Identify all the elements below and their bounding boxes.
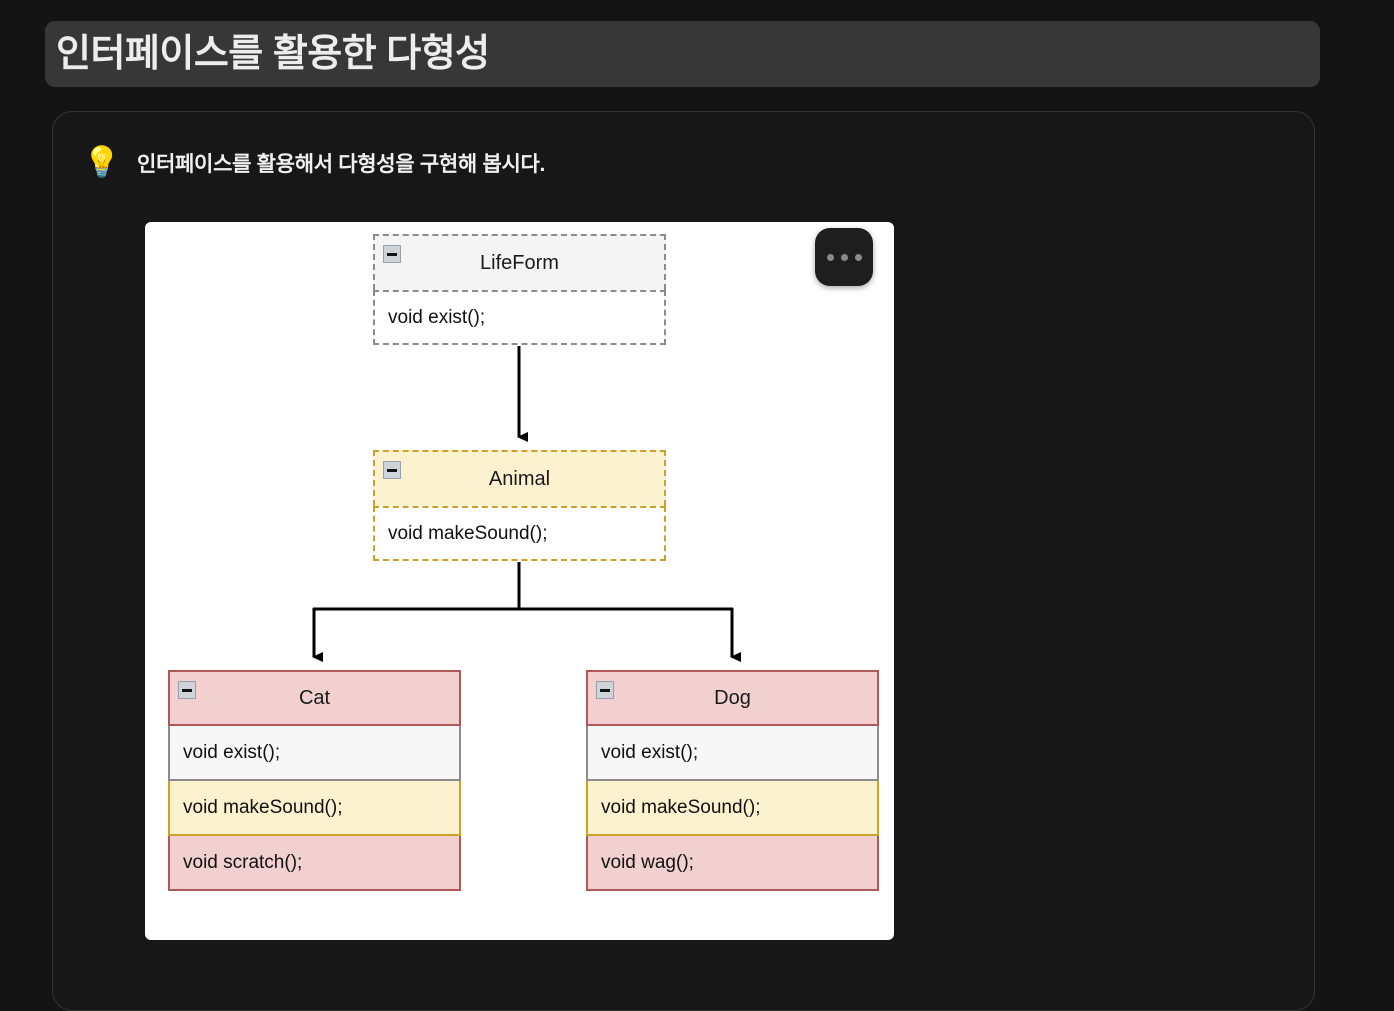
uml-node-animal[interactable]: Animal void makeSound(); [373, 450, 666, 561]
uml-member-row: void scratch(); [168, 836, 461, 891]
more-options-button[interactable] [815, 228, 873, 286]
uml-member-row: void makeSound(); [373, 506, 666, 561]
uml-node-cat[interactable]: Cat void exist(); void makeSound(); void… [168, 670, 461, 891]
uml-node-animal-title: Animal [488, 467, 551, 490]
content-card: 💡 인터페이스를 활용해서 다형성을 구현해 봅시다. [52, 111, 1315, 1011]
lightbulb-icon: 💡 [83, 146, 121, 179]
more-horizontal-icon-dot-3 [854, 253, 862, 261]
uml-member-row: void makeSound(); [168, 781, 461, 836]
more-horizontal-icon-dot-2 [840, 253, 848, 261]
uml-member-row: void wag(); [586, 836, 879, 891]
uml-node-dog-title: Dog [714, 686, 751, 709]
callout-row: 💡 인터페이스를 활용해서 다형성을 구현해 봅시다. [83, 148, 545, 178]
page-title-bar: 인터페이스를 활용한 다형성 [45, 21, 1320, 87]
uml-node-dog-header: Dog [586, 670, 879, 726]
uml-member-row: void exist(); [373, 290, 666, 345]
collapse-icon[interactable] [383, 461, 401, 479]
uml-node-lifeform[interactable]: LifeForm void exist(); [373, 234, 666, 345]
collapse-icon[interactable] [383, 245, 401, 263]
uml-node-animal-header: Animal [373, 450, 666, 506]
uml-member-row: void makeSound(); [586, 781, 879, 836]
collapse-icon[interactable] [596, 681, 614, 699]
uml-member-row: void exist(); [168, 726, 461, 781]
uml-node-cat-title: Cat [298, 686, 331, 709]
page-title: 인터페이스를 활용한 다형성 [56, 33, 490, 75]
uml-node-cat-header: Cat [168, 670, 461, 726]
callout-text: 인터페이스를 활용해서 다형성을 구현해 봅시다. [137, 153, 546, 176]
uml-node-dog[interactable]: Dog void exist(); void makeSound(); void… [586, 670, 879, 891]
uml-diagram-panel: LifeForm void exist(); Animal void makeS… [145, 222, 894, 940]
uml-node-lifeform-title: LifeForm [480, 251, 559, 274]
more-horizontal-icon-dot-1 [826, 253, 834, 261]
uml-node-lifeform-header: LifeForm [373, 234, 666, 290]
uml-member-row: void exist(); [586, 726, 879, 781]
collapse-icon[interactable] [178, 681, 196, 699]
